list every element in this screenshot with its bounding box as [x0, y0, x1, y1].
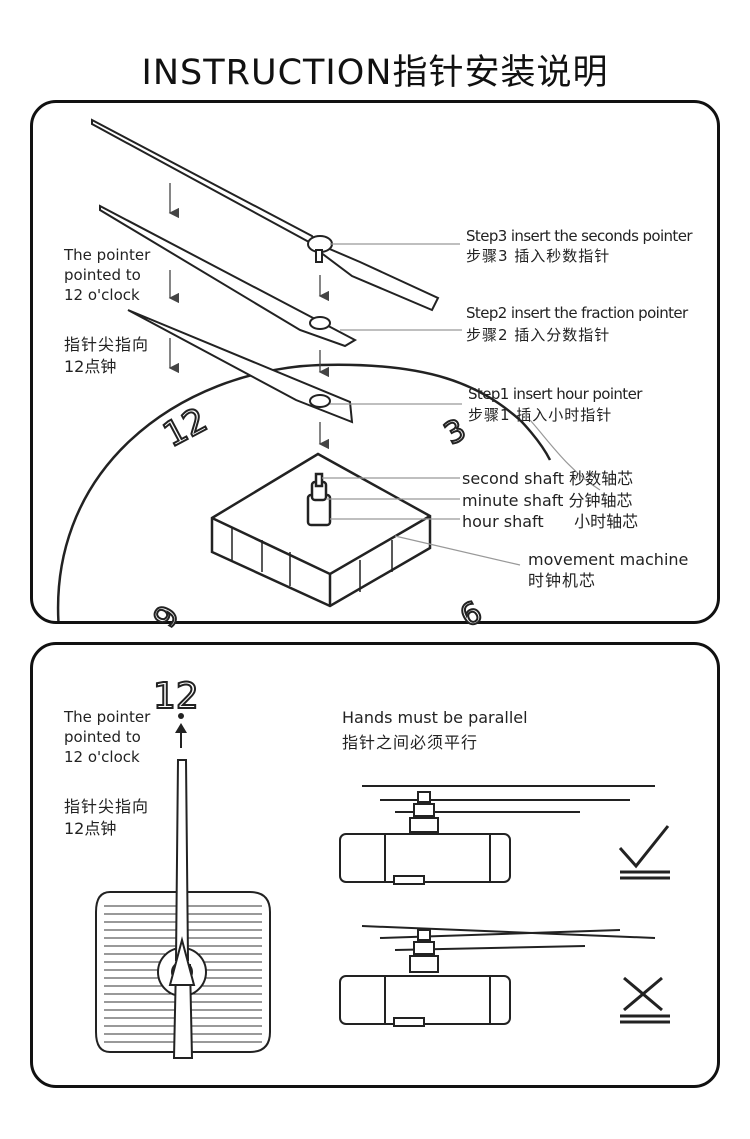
panel-parallel-hands [30, 642, 720, 1088]
parallel-label-en: Hands must be parallel [342, 708, 528, 727]
step2-label-en: Step2 insert the fraction pointer [466, 304, 688, 322]
note-pointer-en-2: pointed to [64, 266, 141, 284]
step3-label-en: Step3 insert the seconds pointer [466, 227, 693, 245]
movement-label-cn: 时钟机芯 [528, 571, 597, 590]
hour-hand [127, 309, 354, 424]
p2-note-pointer-en-1: The pointer [64, 708, 151, 726]
dial-numeral-9: 9 [147, 600, 187, 634]
dial-numeral-12: 12 [157, 400, 214, 456]
side-view-wrong [339, 925, 656, 1027]
p2-note-pointer-cn-1: 指针尖指向 [64, 797, 150, 816]
minute-hand [99, 204, 358, 348]
panel-installation-steps [30, 100, 720, 624]
step1-label-en: Step1 insert hour pointer [468, 385, 642, 403]
second-shaft-label: second shaft 秒数轴芯 [462, 469, 634, 488]
p2-note-pointer-en-3: 12 o'clock [64, 748, 140, 766]
step1-label-cn: 步骤1 插入小时指针 [468, 406, 613, 424]
p2-note-pointer-cn-2: 12点钟 [64, 819, 117, 838]
side-view-correct [339, 785, 655, 885]
note-pointer-en-1: The pointer [64, 246, 151, 264]
clock-movement-box [210, 452, 432, 608]
page-title: INSTRUCTION指针安装说明 [141, 53, 609, 93]
dial-numeral-6: 6 [455, 595, 488, 635]
step2-label-cn: 步骤2 插入分数指针 [466, 326, 611, 344]
step3-label-cn: 步骤3 插入秒数指针 [466, 247, 611, 265]
numeral-12-top: 12 [153, 676, 199, 717]
hands-pointing-twelve [168, 759, 196, 1059]
dial-numeral-3: 3 [439, 412, 472, 452]
note-pointer-cn-1: 指针尖指向 [64, 335, 150, 354]
movement-label-en: movement machine [528, 550, 689, 569]
note-pointer-cn-2: 12点钟 [64, 357, 117, 376]
check-mark-icon [618, 825, 670, 880]
hour-shaft-label: hour shaft 小时轴芯 [462, 512, 639, 531]
cross-mark-icon [620, 976, 670, 1024]
parallel-label-cn: 指针之间必须平行 [342, 733, 479, 752]
p2-note-pointer-en-2: pointed to [64, 728, 141, 746]
seconds-hand [91, 118, 440, 312]
note-pointer-en-3: 12 o'clock [64, 286, 140, 304]
minute-shaft-label: minute shaft 分钟轴芯 [462, 491, 633, 510]
